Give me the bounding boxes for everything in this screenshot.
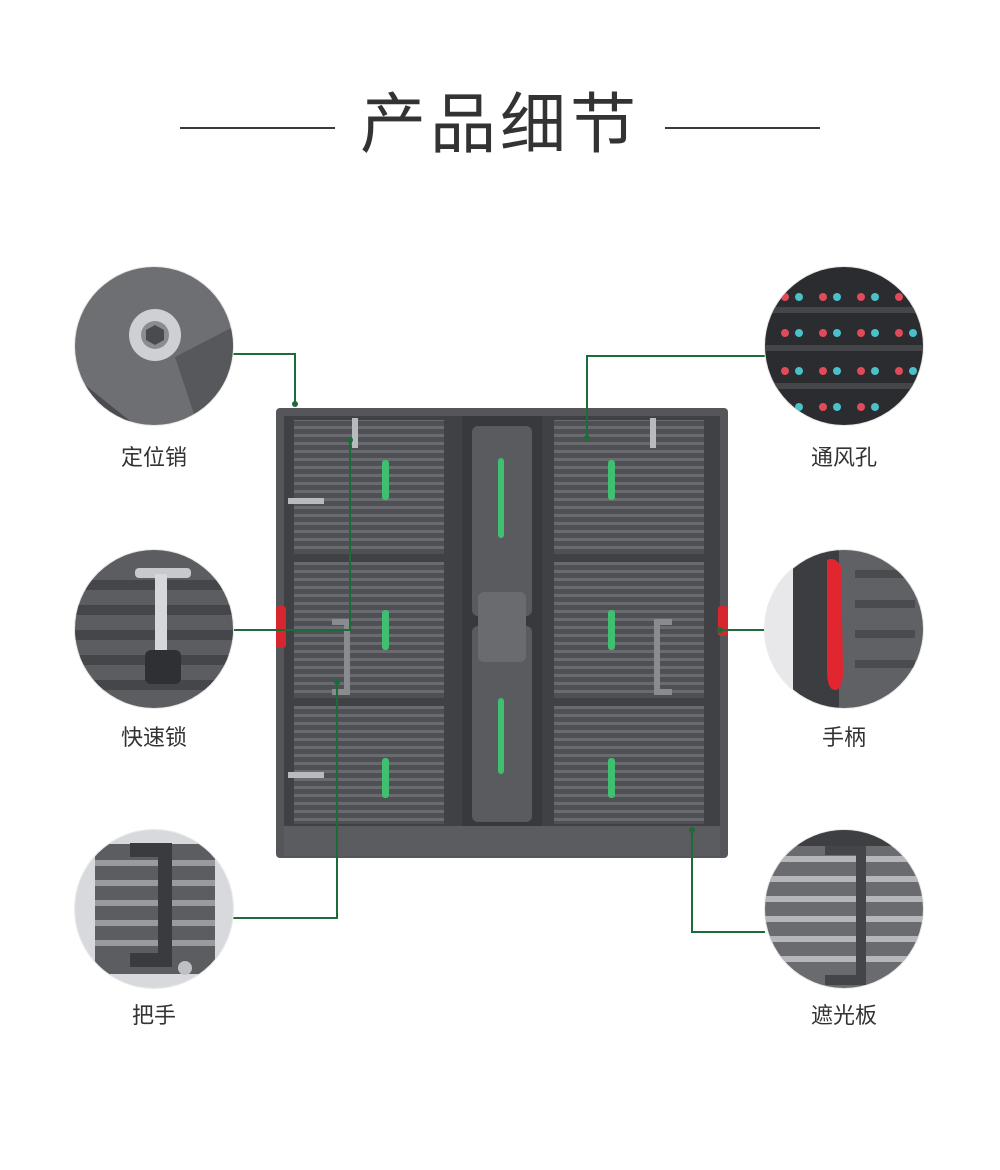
label-light-shield: 遮光板 — [810, 1004, 877, 1029]
handle-icon — [765, 550, 923, 708]
label-handle-grip: 把手 — [131, 1004, 176, 1029]
cabinet-right-modules — [554, 420, 704, 824]
callout-line-locating-pin — [233, 353, 296, 404]
locating-pin-thumbnail — [75, 267, 233, 425]
light-shield-icon — [765, 830, 923, 988]
locating-pin-icon — [75, 267, 233, 425]
quick-lock-thumbnail — [75, 550, 233, 708]
label-handle: 手柄 — [821, 726, 866, 751]
led-cabinet-image — [276, 408, 728, 858]
section-header: 产品细节 — [0, 80, 1000, 170]
handle-grip-thumbnail — [75, 830, 233, 988]
light-shield-thumbnail — [765, 830, 923, 988]
power-box — [462, 416, 542, 838]
label-vent: 通风孔 — [810, 446, 877, 471]
cabinet-left-modules — [294, 420, 444, 824]
label-quick-lock: 快速锁 — [120, 726, 187, 751]
title-divider-right — [665, 127, 820, 129]
quick-lock-icon — [75, 550, 233, 708]
vent-thumbnail — [765, 267, 923, 425]
grip-handle-icon — [75, 830, 233, 988]
title-divider-left — [180, 127, 335, 129]
module-indicators — [382, 460, 615, 798]
page-title: 产品细节 — [360, 86, 640, 163]
label-locating-pin: 定位销 — [120, 446, 187, 471]
handle-thumbnail — [765, 550, 923, 708]
vent-icon — [765, 267, 923, 425]
